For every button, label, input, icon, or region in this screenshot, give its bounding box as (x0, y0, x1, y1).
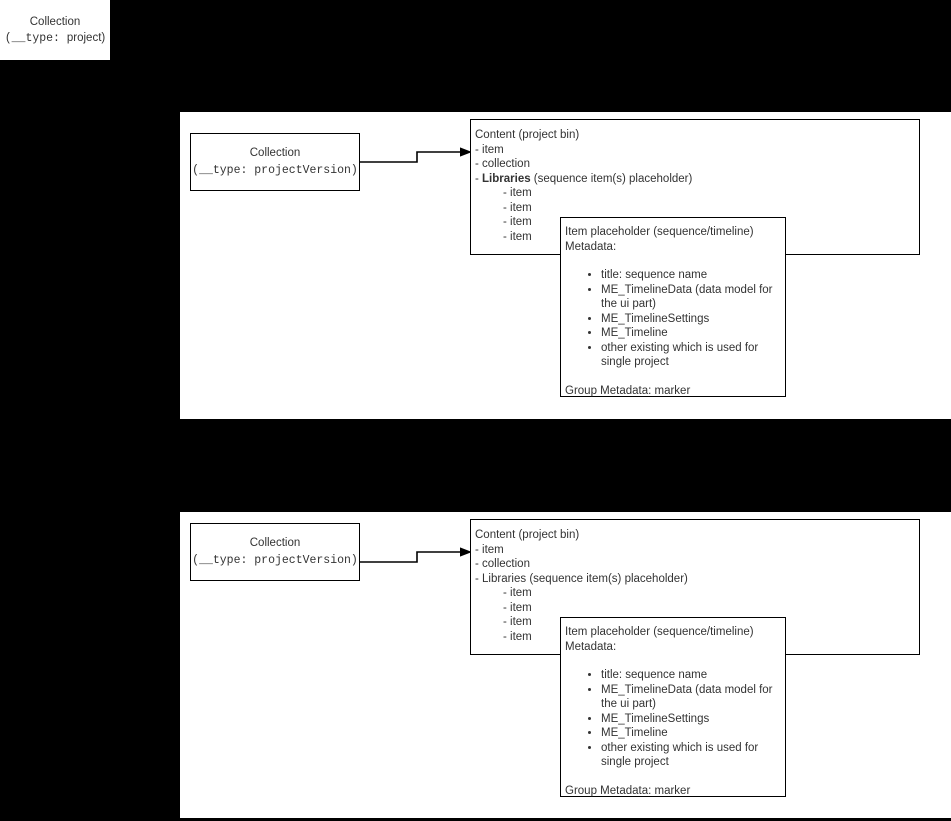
content-subitem: - item (503, 587, 532, 599)
content-title: Content (project bin) (475, 129, 580, 141)
content-subitem: - item (503, 616, 532, 628)
libraries-suffix: (sequence item(s) placeholder) (530, 172, 693, 185)
collection-title: Collection (249, 537, 301, 549)
metadata-item: title: sequence name (601, 668, 785, 683)
collection-projectversion-node-bottom[interactable]: Collection (__type: projectVersion) (190, 523, 360, 581)
collection-title: Collection (249, 147, 301, 159)
placeholder-group-metadata: Group Metadata: marker (565, 384, 691, 397)
metadata-item: other existing which is used for single … (601, 741, 785, 770)
item-placeholder-node-top[interactable]: Item placeholder (sequence/timeline) Met… (560, 217, 786, 397)
metadata-item: ME_TimelineData (data model for the ui p… (601, 283, 785, 312)
placeholder-group-metadata: Group Metadata: marker (565, 784, 691, 797)
collection-project-type-value: project (66, 31, 102, 44)
metadata-item: title: sequence name (601, 268, 785, 283)
content-subitem: - item (503, 601, 532, 614)
collection-project-type: (__type: project) (4, 31, 106, 45)
placeholder-metadata-label: Metadata: (565, 240, 617, 253)
content-subitem: - item (503, 630, 532, 643)
collection-type: (__type: projectVersion) (192, 164, 358, 177)
metadata-item: ME_Timeline (601, 326, 785, 341)
collection-project-node[interactable]: Collection (__type: project) (0, 0, 110, 60)
content-row-collection: - collection (475, 558, 530, 570)
content-subitem: - item (503, 216, 532, 228)
content-row-item: - item (475, 143, 504, 156)
collection-type: (__type: projectVersion) (192, 554, 358, 567)
metadata-item: other existing which is used for single … (601, 341, 785, 370)
content-row-item: - item (475, 543, 504, 556)
collection-to-content-arrow-bottom (360, 547, 472, 563)
collection-projectversion-node-top[interactable]: Collection (__type: projectVersion) (190, 133, 360, 191)
libraries-suffix: (sequence item(s) placeholder) (526, 572, 688, 585)
content-subitem: - item (503, 187, 532, 199)
metadata-item: ME_TimelineData (data model for the ui p… (601, 683, 785, 712)
content-title: Content (project bin) (475, 529, 580, 541)
content-subitem: - item (503, 201, 532, 214)
collection-to-content-arrow-top (360, 147, 472, 163)
placeholder-metadata-label: Metadata: (565, 640, 617, 653)
placeholder-title: Item placeholder (sequence/timeline) (565, 626, 754, 638)
metadata-item: ME_TimelineSettings (601, 712, 785, 727)
placeholder-title: Item placeholder (sequence/timeline) (565, 226, 754, 238)
content-row-libraries: - Libraries (sequence item(s) placeholde… (475, 572, 688, 585)
metadata-item: ME_Timeline (601, 726, 785, 741)
libraries-label: Libraries (482, 572, 527, 585)
content-row-libraries: - Libraries (sequence item(s) placeholde… (475, 172, 693, 185)
libraries-label: Libraries (482, 172, 531, 185)
placeholder-metadata-list: title: sequence name ME_TimelineData (da… (565, 668, 785, 770)
metadata-item: ME_TimelineSettings (601, 312, 785, 327)
item-placeholder-node-bottom[interactable]: Item placeholder (sequence/timeline) Met… (560, 617, 786, 797)
content-row-collection: - collection (475, 158, 530, 170)
collection-project-title: Collection (29, 15, 81, 28)
content-subitem: - item (503, 230, 532, 243)
placeholder-metadata-list: title: sequence name ME_TimelineData (da… (565, 268, 785, 370)
